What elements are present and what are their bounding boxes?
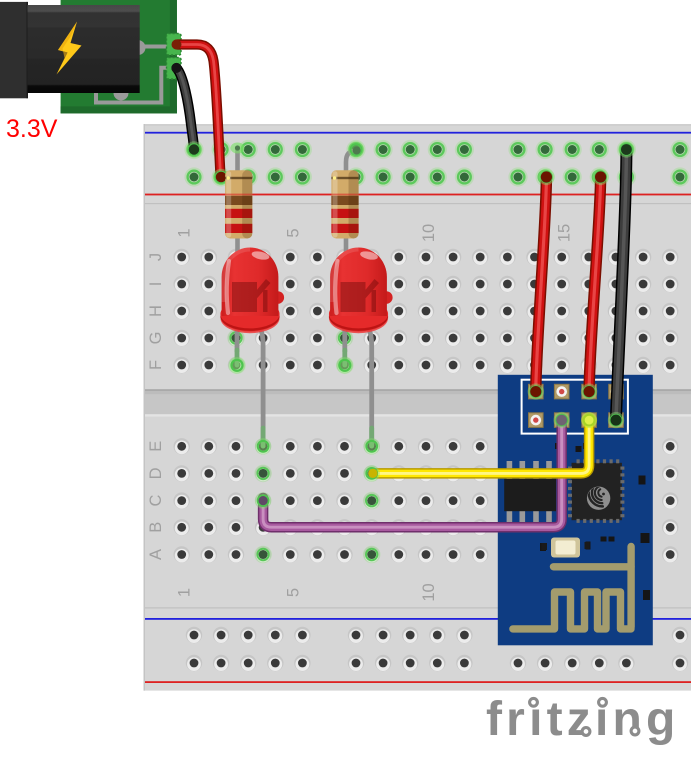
svg-text:A: A bbox=[147, 549, 165, 560]
svg-text:C: C bbox=[147, 495, 165, 507]
svg-text:I: I bbox=[147, 282, 165, 287]
svg-text:10: 10 bbox=[420, 583, 438, 601]
svg-text:G: G bbox=[147, 332, 165, 345]
svg-text:5: 5 bbox=[284, 228, 302, 237]
svg-text:5: 5 bbox=[284, 588, 302, 597]
svg-text:H: H bbox=[147, 305, 165, 317]
svg-text:3.3V: 3.3V bbox=[6, 115, 58, 143]
svg-text:J: J bbox=[147, 253, 165, 261]
svg-text:B: B bbox=[147, 522, 165, 533]
svg-text:D: D bbox=[147, 467, 165, 479]
svg-text:15: 15 bbox=[556, 224, 574, 242]
svg-text:E: E bbox=[147, 441, 165, 452]
svg-text:10: 10 bbox=[420, 224, 438, 242]
svg-text:1: 1 bbox=[176, 228, 194, 237]
svg-text:fritzing: fritzing bbox=[486, 693, 680, 746]
svg-text:F: F bbox=[147, 360, 165, 370]
svg-text:1: 1 bbox=[176, 588, 194, 597]
